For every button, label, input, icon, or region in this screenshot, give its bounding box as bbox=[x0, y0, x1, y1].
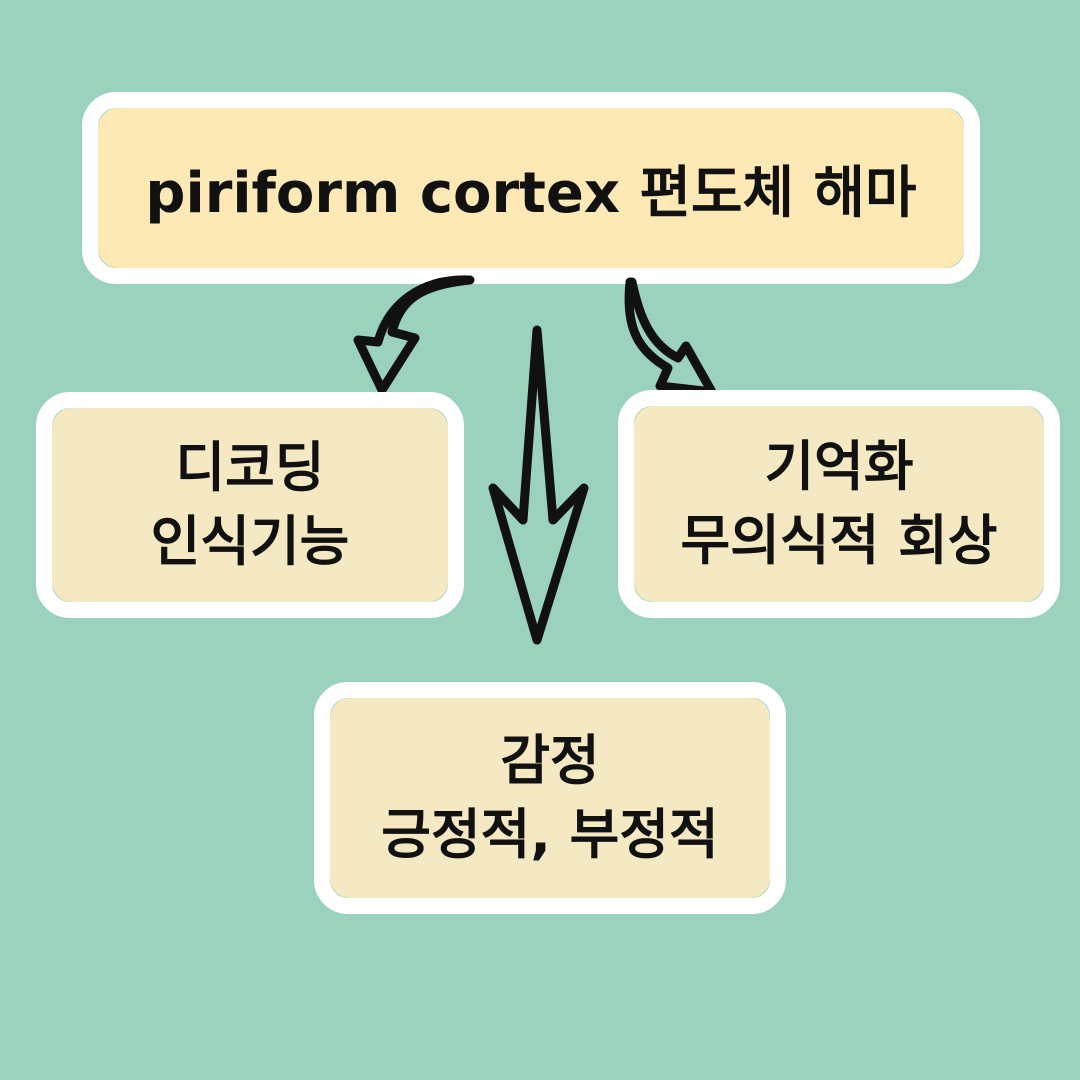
node-piriform-cortex: piriform cortex 편도체 해마 bbox=[82, 92, 980, 284]
node-fill bbox=[52, 408, 448, 602]
node-label: piriform cortex 편도체 해마 bbox=[145, 160, 917, 226]
node-label-line1: 감정 bbox=[500, 729, 600, 792]
arrow-to-memory bbox=[624, 277, 717, 397]
node-label-line2: 인식기능 bbox=[150, 510, 350, 573]
node-emotion: 감정 긍정적, 부정적 bbox=[314, 682, 786, 914]
node-fill bbox=[634, 406, 1044, 602]
node-decoding: 디코딩 인식기능 bbox=[36, 392, 464, 618]
node-fill bbox=[98, 108, 964, 268]
node-label-line2: 긍정적, 부정적 bbox=[381, 803, 719, 866]
node-memory: 기억화 무의식적 회상 bbox=[618, 390, 1060, 618]
node-label-line1: 기억화 bbox=[764, 435, 914, 498]
node-label-line2: 무의식적 회상 bbox=[680, 509, 998, 572]
arrow-to-decoding bbox=[353, 275, 475, 395]
node-fill bbox=[330, 698, 770, 898]
node-label-line1: 디코딩 bbox=[175, 436, 325, 499]
arrow-to-emotion bbox=[488, 325, 589, 645]
